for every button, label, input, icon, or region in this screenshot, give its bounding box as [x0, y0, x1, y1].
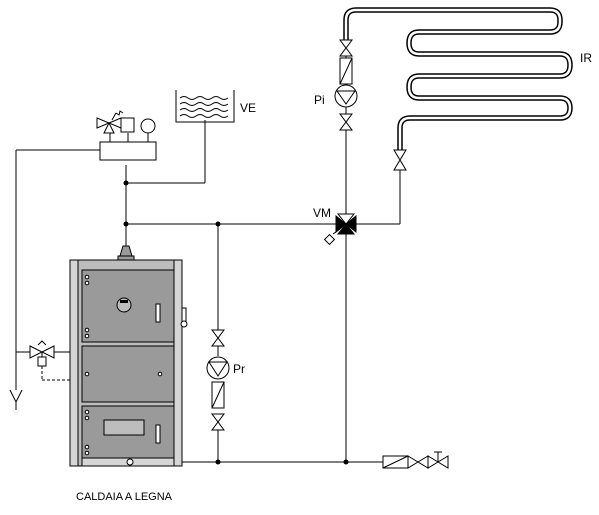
- label-ve: VE: [240, 101, 256, 115]
- ash-door-vent: [103, 419, 145, 436]
- gate-valve-icon: [393, 149, 407, 171]
- junction-dots: [123, 180, 349, 465]
- gate-valve-icon: [339, 39, 353, 57]
- pump-icon: [206, 356, 230, 380]
- gauge-icon: [140, 118, 156, 134]
- drain-cock-icon: [126, 458, 134, 466]
- three-way-valve-icon: [323, 213, 357, 246]
- label-vm: VM: [313, 206, 331, 220]
- boiler: [69, 245, 188, 467]
- thermometer-icon: [180, 307, 188, 328]
- gate-valve-icon: [211, 413, 225, 431]
- thermal-discharge-valve-icon: [29, 340, 55, 367]
- pressure-switch-icon: [120, 117, 135, 133]
- door-handle-icon: [155, 303, 161, 444]
- boiler-left-side: [69, 259, 79, 467]
- safety-group: [99, 133, 157, 161]
- safety-valve-icon: [96, 110, 124, 134]
- diagram-caption: CALDAIA A LEGNA: [76, 491, 173, 503]
- pump-icon: [334, 84, 358, 108]
- check-valve-icon: [211, 381, 225, 409]
- gate-valve-icon: [211, 329, 225, 347]
- boiler-right-side: [173, 259, 183, 467]
- drain-funnel-icon: [9, 389, 23, 410]
- radiant-coil-icon: [343, 7, 573, 153]
- label-ir: IR: [580, 51, 592, 65]
- boiler-outlet-fitting: [117, 245, 135, 261]
- fill-group: [382, 451, 449, 469]
- label-pr: Pr: [233, 362, 245, 376]
- expansion-tank-icon: [175, 90, 235, 123]
- label-pi: Pi: [314, 93, 325, 107]
- check-valve-icon: [339, 57, 353, 85]
- gate-valve-icon: [339, 113, 353, 131]
- hinge-icon: [84, 274, 163, 456]
